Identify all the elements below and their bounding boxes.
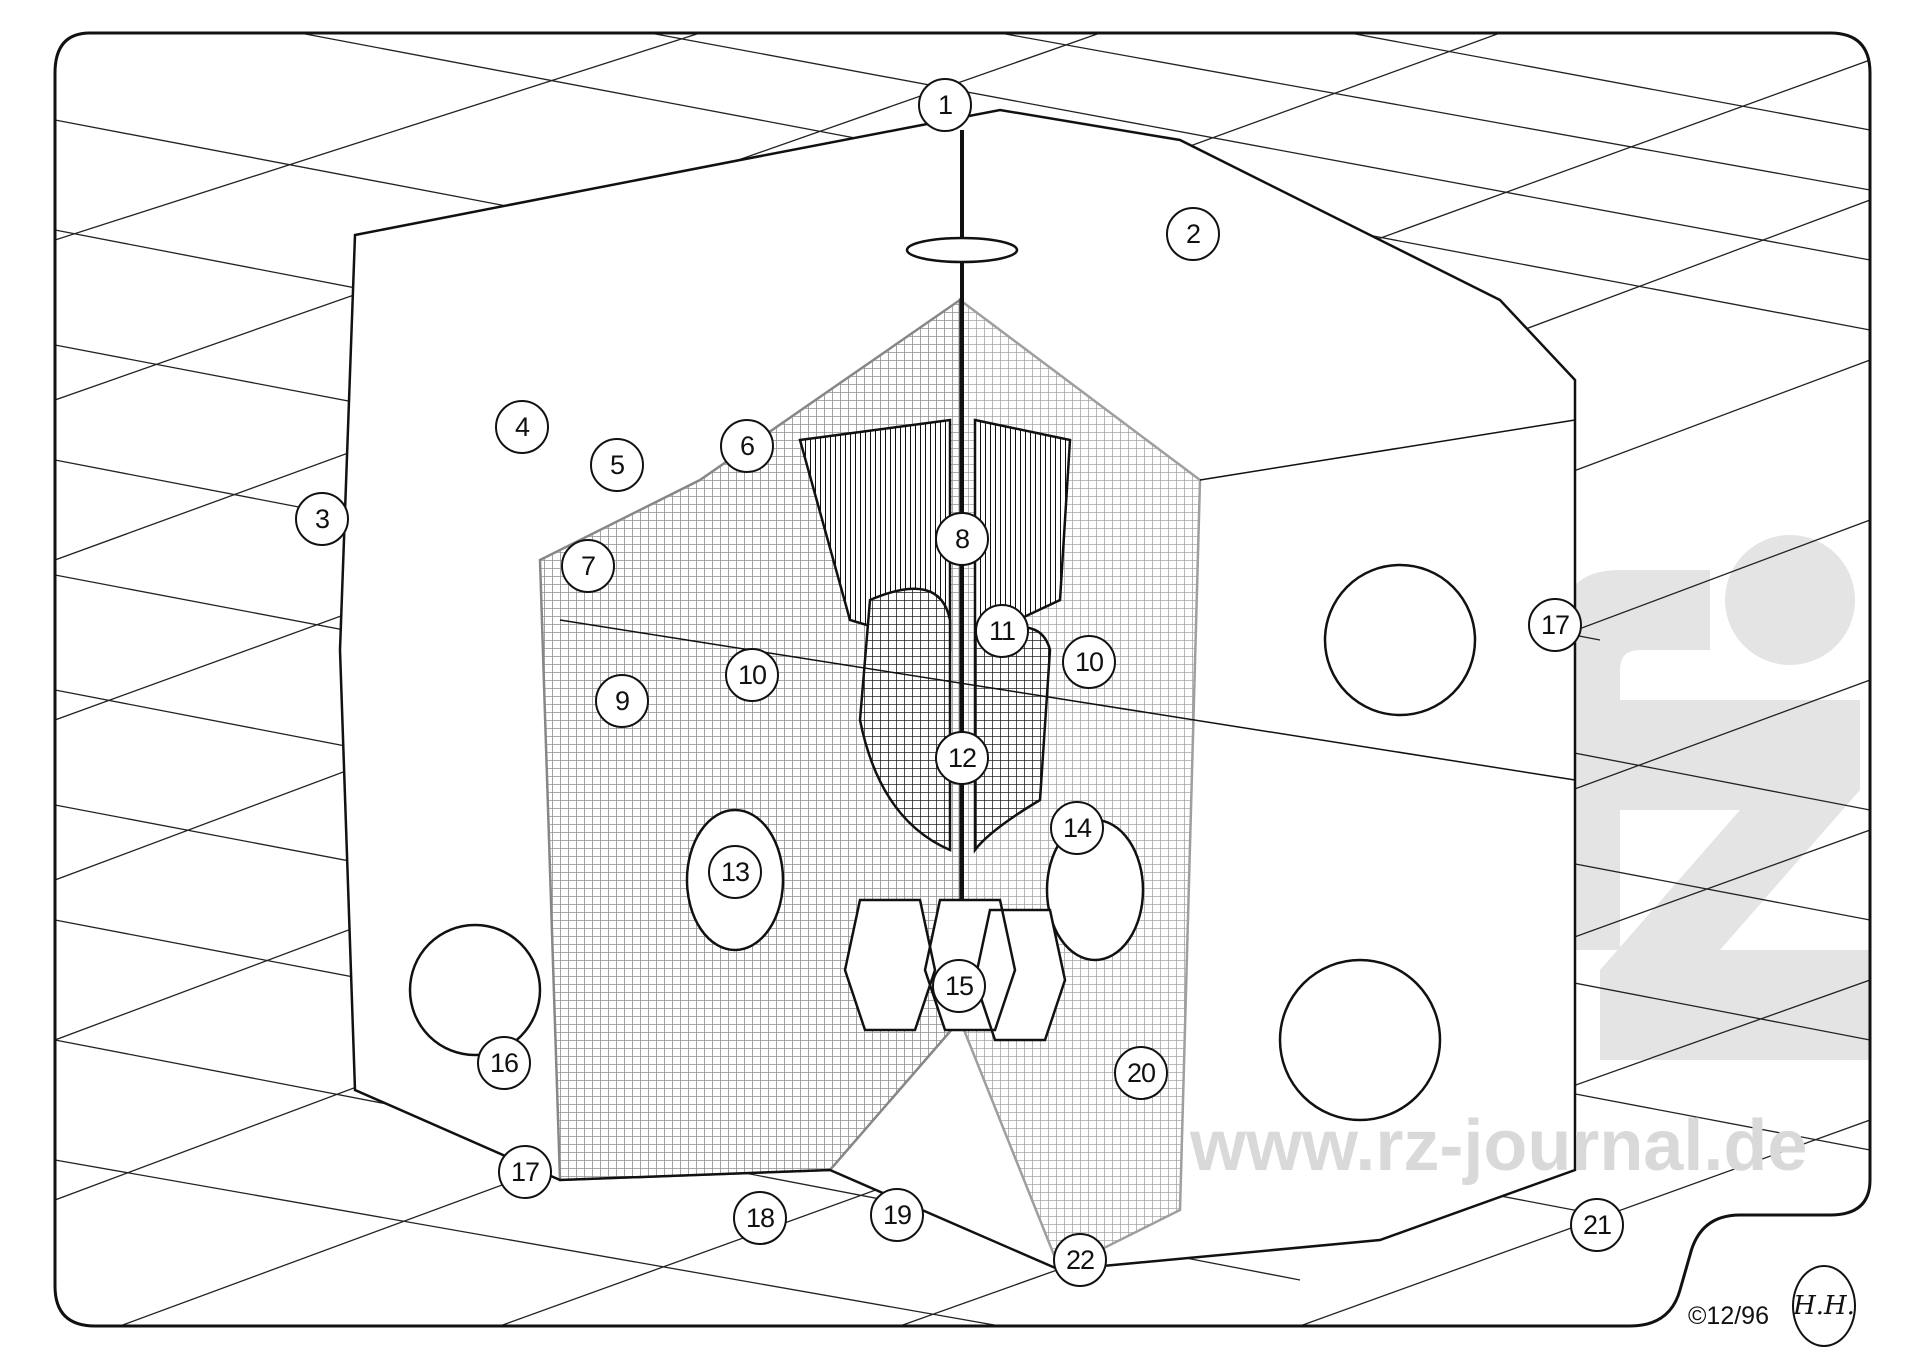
callout-11: 11 (975, 604, 1029, 658)
callout-7: 7 (561, 539, 615, 593)
watermark-text: www.rz-journal.de (1190, 1106, 1808, 1186)
callout-8: 8 (935, 512, 989, 566)
callout-15: 15 (932, 959, 986, 1013)
callout-12: 12 (935, 731, 989, 785)
callout-5: 5 (590, 438, 644, 492)
artist-signature: H.H. (1792, 1265, 1856, 1347)
frame-border (53, 31, 1872, 1328)
callout-13: 13 (708, 845, 762, 899)
callout-2: 2 (1166, 207, 1220, 261)
callout-1: 1 (918, 78, 972, 132)
callout-19: 19 (870, 1188, 924, 1242)
callout-20: 20 (1114, 1046, 1168, 1100)
copyright-text: ©12/96 (1688, 1302, 1769, 1330)
callout-3: 3 (295, 492, 349, 546)
callout-16: 16 (477, 1036, 531, 1090)
callout-6: 6 (720, 419, 774, 473)
callout-14: 14 (1050, 801, 1104, 855)
callout-22: 22 (1053, 1233, 1107, 1287)
callout-9: 9 (595, 674, 649, 728)
callout-21: 21 (1570, 1198, 1624, 1252)
callout-4: 4 (495, 400, 549, 454)
callout-18: 18 (733, 1191, 787, 1245)
callout-17-right: 17 (1528, 598, 1582, 652)
callout-10-right: 10 (1062, 635, 1116, 689)
callout-10-left: 10 (725, 648, 779, 702)
callout-17-left: 17 (498, 1145, 552, 1199)
structure-cutaway (338, 108, 1577, 1272)
